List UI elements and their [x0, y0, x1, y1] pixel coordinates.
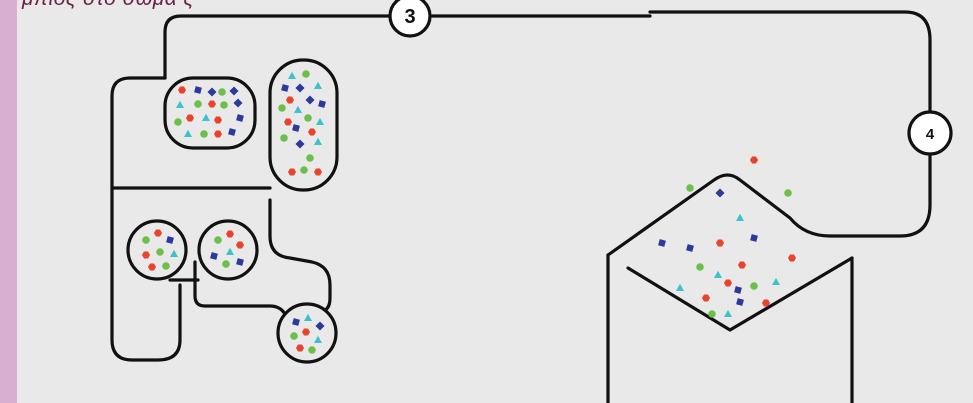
- tube-right-loop: [270, 200, 330, 312]
- tube-top: [165, 16, 390, 78]
- step-3-marker: 3: [390, 0, 430, 36]
- tube-right-lower: [608, 153, 930, 255]
- open-container: [608, 255, 852, 403]
- pouch-small-middle: [199, 221, 257, 279]
- pouch-upper-left: [165, 78, 255, 148]
- step-4-label: 4: [926, 126, 935, 143]
- step-3-label: 3: [404, 6, 415, 28]
- particles-container: [658, 157, 796, 318]
- tube-right-upper: [650, 12, 930, 111]
- step-4-marker: 4: [909, 112, 951, 154]
